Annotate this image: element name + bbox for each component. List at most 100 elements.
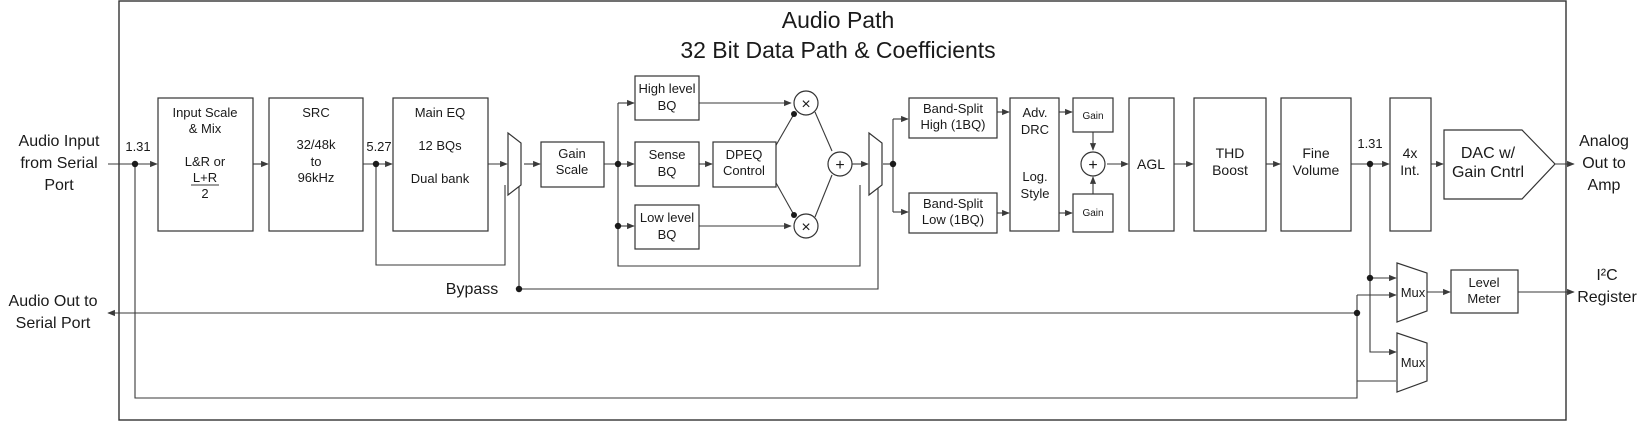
input-scale-line1: Input Scale: [172, 105, 237, 120]
audio-out-line1: Audio Out to: [9, 293, 98, 310]
adder-gain: +: [1080, 151, 1106, 177]
audio-out-line2: Serial Port: [16, 315, 91, 332]
low-level-bq-block: Low level BQ: [634, 204, 700, 250]
mux-bottom-label: Mux: [1401, 355, 1426, 370]
mux-top-block: Mux: [1396, 262, 1428, 323]
fine-volume-block: Fine Volume: [1280, 97, 1352, 232]
sense-bq-line2: BQ: [658, 164, 677, 179]
high-bq-line2: BQ: [658, 98, 677, 113]
gain-bottom-label: Gain: [1082, 208, 1103, 219]
i2c-line1: I²C: [1596, 267, 1617, 284]
src-line3: to: [311, 154, 322, 169]
interp-line1: 4x: [1403, 145, 1418, 161]
sense-bq-line1: Sense: [649, 147, 686, 162]
low-bq-line2: BQ: [658, 227, 677, 242]
level-meter-line1: Level: [1468, 275, 1499, 290]
band-low-line1: Band-Split: [923, 196, 983, 211]
agl-block: AGL: [1128, 97, 1175, 232]
multiply-symbol-high: ×: [801, 96, 810, 113]
analog-out-label: Analog Out to Amp: [1579, 133, 1629, 194]
thd-line1: THD: [1216, 145, 1245, 161]
input-scale-denominator: 2: [201, 186, 208, 201]
interp-line2: Int.: [1400, 162, 1419, 178]
adder-dpeq: +: [827, 151, 853, 177]
dpeq-control-block: DPEQ Control: [712, 141, 777, 188]
multiplier-high: ×: [793, 90, 819, 116]
bypass-label: Bypass: [446, 281, 498, 298]
format-mid-label: 5.27: [366, 139, 391, 154]
gain-scale-block: Gain Scale: [540, 141, 605, 188]
dac-line1: DAC w/: [1461, 145, 1516, 162]
multiplier-low: ×: [793, 213, 819, 239]
gain-bottom-block: Gain: [1072, 193, 1114, 233]
audio-path-frame: [118, 0, 1567, 421]
junction-dots: [131, 111, 1374, 317]
gain-top-block: Gain: [1072, 97, 1114, 133]
main-eq-line2: 12 BQs: [418, 138, 462, 153]
high-level-bq-block: High level BQ: [634, 75, 700, 121]
adv-drc-block: Adv. DRC Log. Style: [1009, 97, 1060, 232]
format-in-label: 1.31: [125, 139, 150, 154]
drc-line2: DRC: [1021, 122, 1049, 137]
audio-input-line3: Port: [44, 177, 74, 194]
src-line2: 32/48k: [296, 137, 336, 152]
mux-top-label: Mux: [1401, 285, 1426, 300]
fine-volume-line1: Fine: [1302, 145, 1329, 161]
signal-wires: [107, 99, 1575, 399]
input-scale-numerator: L+R: [193, 170, 217, 185]
audio-input-line2: from Serial: [20, 155, 97, 172]
src-line4: 96kHz: [298, 170, 335, 185]
gain-scale-line1: Gain: [558, 146, 585, 161]
analog-out-line3: Amp: [1588, 177, 1621, 194]
main-eq-line1: Main EQ: [415, 105, 466, 120]
sense-bq-block: Sense BQ: [634, 141, 700, 187]
analog-out-line2: Out to: [1582, 155, 1626, 172]
input-scale-line3: L&R or: [185, 154, 226, 169]
band-high-line2: High (1BQ): [920, 117, 985, 132]
interpolator-block: 4x Int.: [1389, 97, 1432, 232]
add-symbol-gain: +: [1088, 157, 1097, 174]
drc-line4: Style: [1021, 186, 1050, 201]
src-line1: SRC: [302, 105, 329, 120]
thd-boost-block: THD Boost: [1193, 97, 1267, 232]
drc-line1: Adv.: [1022, 105, 1047, 120]
i2c-line2: Register: [1577, 289, 1637, 306]
band-low-line2: Low (1BQ): [922, 212, 984, 227]
drc-line3: Log.: [1022, 169, 1047, 184]
format-out-label: 1.31: [1357, 136, 1382, 151]
band-split-high-block: Band-Split High (1BQ): [908, 97, 998, 139]
band-high-line1: Band-Split: [923, 101, 983, 116]
add-symbol-dpeq: +: [835, 157, 844, 174]
audio-input-label: Audio Input from Serial Port: [19, 133, 101, 194]
thd-line2: Boost: [1212, 162, 1248, 178]
src-block: SRC 32/48k to 96kHz: [268, 97, 364, 232]
audio-out-serial-label: Audio Out to Serial Port: [9, 293, 98, 332]
diagram-title: Audio Path: [782, 7, 895, 33]
dac-line2: Gain Cntrl: [1452, 164, 1524, 181]
analog-out-line1: Analog: [1579, 133, 1629, 150]
level-meter-block: Level Meter: [1450, 269, 1519, 314]
diagram-subtitle: 32 Bit Data Path & Coefficients: [680, 37, 995, 63]
multiply-symbol-low: ×: [801, 219, 810, 236]
low-bq-line1: Low level: [640, 210, 694, 225]
dpeq-line2: Control: [723, 163, 765, 178]
bypass-mux-1: [507, 131, 522, 197]
band-split-low-block: Band-Split Low (1BQ): [908, 192, 998, 234]
input-scale-line2: & Mix: [189, 121, 222, 136]
bypass-mux-2: [868, 131, 883, 197]
dac-block: DAC w/ Gain Cntrl: [1443, 129, 1556, 200]
agl-label: AGL: [1137, 156, 1165, 172]
gain-scale-line2: Scale: [556, 162, 589, 177]
main-eq-block: Main EQ 12 BQs Dual bank: [392, 97, 489, 232]
i2c-register-label: I²C Register: [1577, 267, 1637, 306]
high-bq-line1: High level: [638, 81, 695, 96]
input-scale-mix-block: Input Scale & Mix L&R or L+R 2: [157, 97, 254, 232]
mux-bottom-block: Mux: [1396, 332, 1428, 393]
fine-volume-line2: Volume: [1293, 162, 1340, 178]
gain-top-label: Gain: [1082, 111, 1103, 122]
level-meter-line2: Meter: [1467, 291, 1501, 306]
main-eq-line3: Dual bank: [411, 171, 470, 186]
audio-input-line1: Audio Input: [19, 133, 101, 150]
dpeq-line1: DPEQ: [726, 147, 763, 162]
